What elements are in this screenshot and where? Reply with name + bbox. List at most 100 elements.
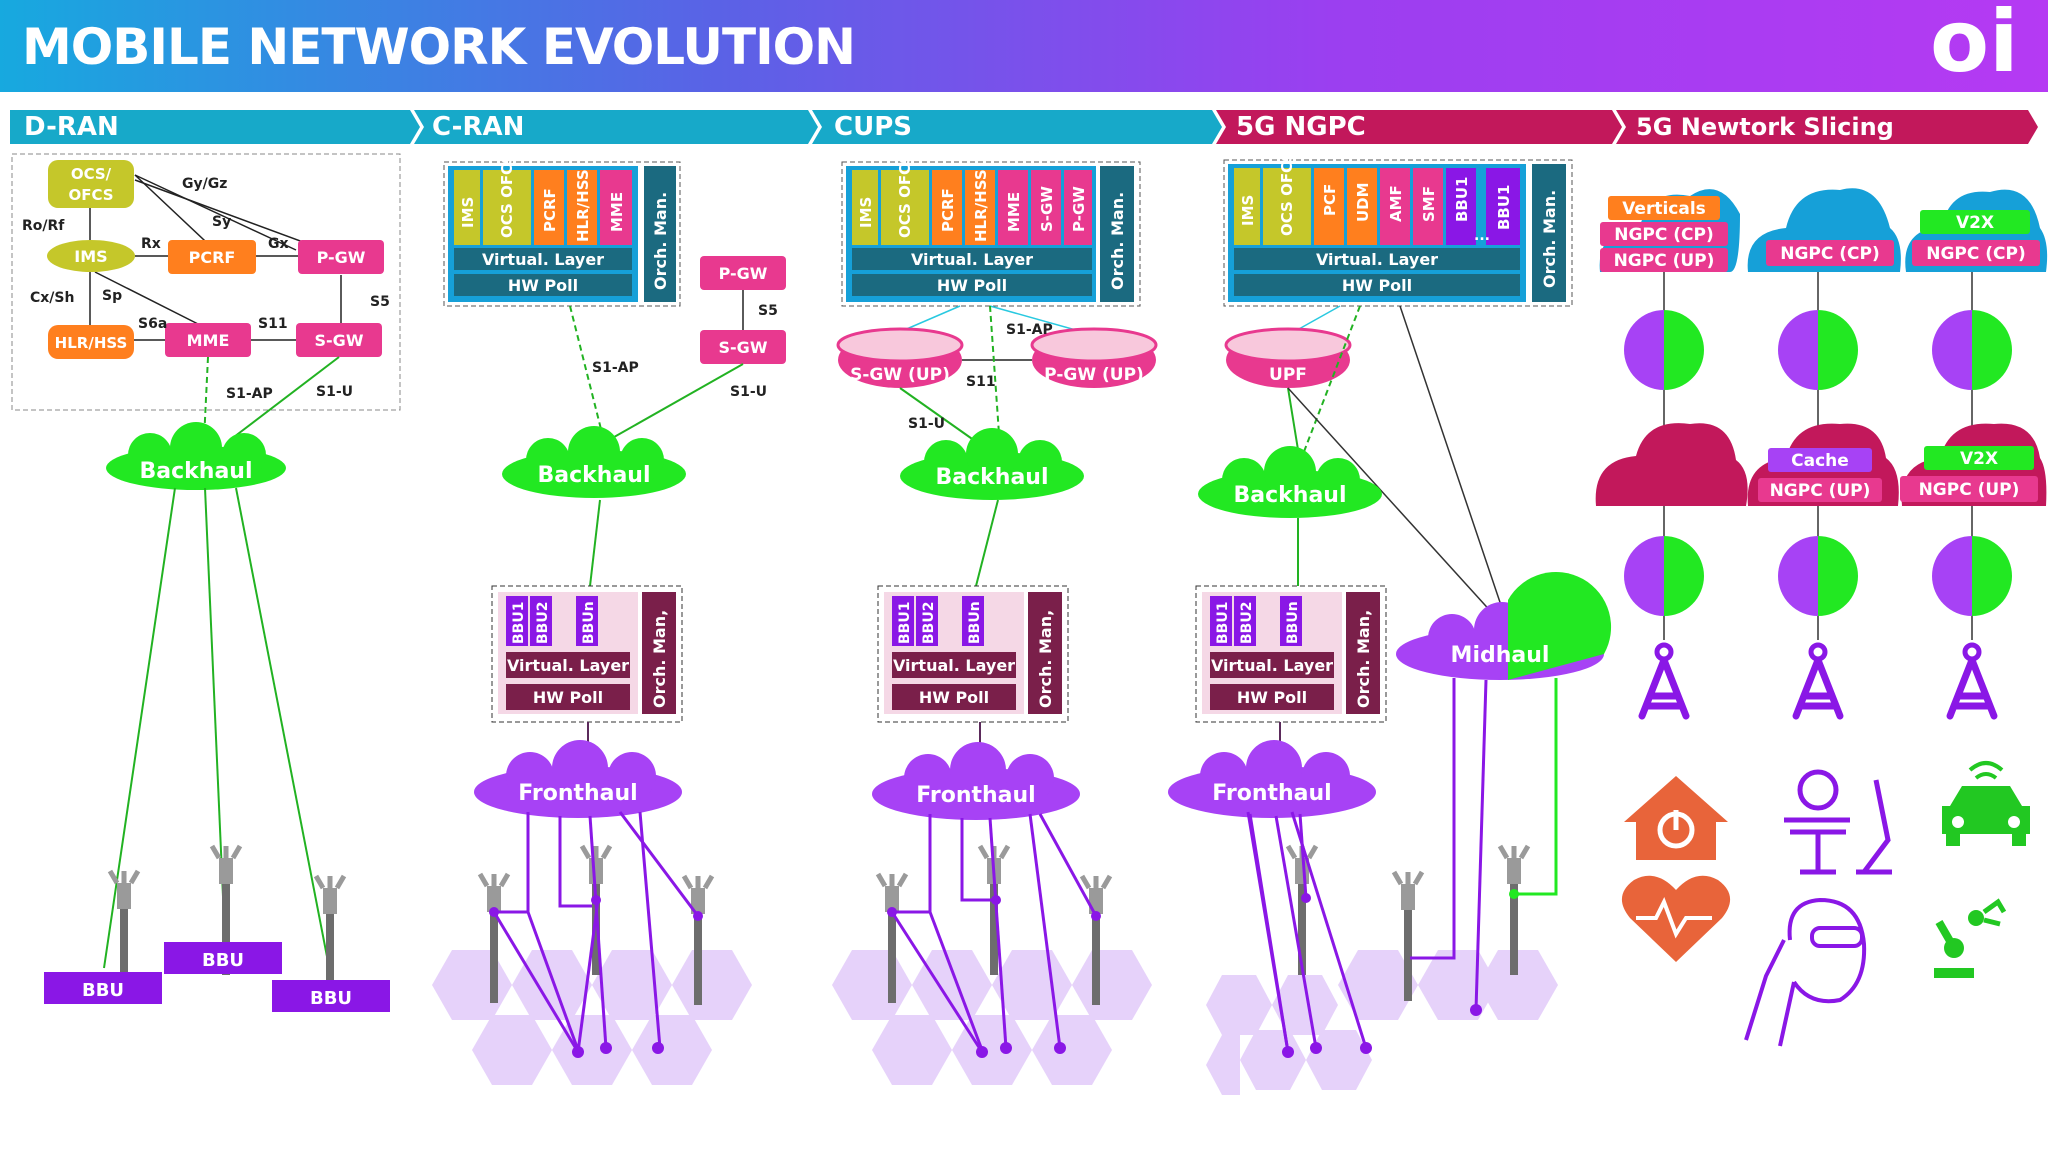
svg-text:BBUn: BBUn (581, 601, 597, 644)
svg-text:HLR/HSS: HLR/HSS (574, 169, 592, 242)
svg-text:Rx: Rx (141, 236, 161, 252)
car-signal-icon (1942, 761, 2030, 846)
svg-text:S1-U: S1-U (908, 416, 945, 432)
section-bars: D-RAN C-RAN CUPS 5G NGPC 5G Newtork Slic… (10, 110, 2038, 144)
slice-circles-bottom (1624, 536, 2012, 616)
svg-text:OCS OFCS: OCS OFCS (498, 153, 516, 238)
svg-text:PCF: PCF (1321, 184, 1339, 216)
heart-pulse-icon (1621, 875, 1731, 962)
svg-text:PCRF: PCRF (939, 188, 957, 232)
svg-text:Backhaul: Backhaul (936, 465, 1049, 490)
header-banner: MOBILE NETWORK EVOLUTION oi (0, 0, 2048, 92)
mme-node (165, 323, 251, 357)
svg-text:S1-AP: S1-AP (592, 360, 639, 376)
svg-text:S6a: S6a (138, 316, 167, 332)
slice-cloud-2-mid: Cache NGPC (UP) (1747, 423, 1899, 506)
svg-text:NGPC (UP): NGPC (UP) (1614, 251, 1715, 271)
pcrf-node (168, 240, 256, 274)
svg-text:S11: S11 (258, 316, 288, 332)
svg-text:BBU1: BBU1 (1215, 602, 1231, 644)
bar-slicing (1616, 110, 2038, 144)
cran-fronthaul-cloud: Fronthaul (474, 740, 682, 818)
svg-text:Backhaul: Backhaul (538, 463, 651, 488)
svg-text:Orch. Man,: Orch. Man, (650, 610, 669, 708)
svg-text:IMS: IMS (459, 197, 477, 228)
svg-text:Ro/Rf: Ro/Rf (22, 218, 65, 234)
svg-text:S-GW: S-GW (1038, 186, 1056, 232)
page-title: MOBILE NETWORK EVOLUTION (22, 18, 856, 76)
dran-core-box (11, 153, 401, 411)
svg-text:Fronthaul: Fronthaul (916, 783, 1035, 808)
dran-section: OCS/ OFCS IMS PCRF P-GW HLR/HSS MME S-GW… (11, 153, 401, 1012)
label-ngpc: 5G NGPC (1236, 112, 1366, 142)
svg-text:Fronthaul: Fronthaul (1212, 781, 1331, 806)
upf-router: UPF (1224, 327, 1352, 388)
svg-text:BBU: BBU (202, 950, 244, 971)
svg-text:P-GW: P-GW (1070, 186, 1088, 232)
slice-circles-top (1624, 310, 2012, 390)
svg-text:Virtual. Layer: Virtual. Layer (911, 250, 1033, 269)
svg-text:BBUn: BBUn (967, 601, 983, 644)
svg-text:HW Poll: HW Poll (937, 276, 1007, 295)
slice-cloud-3-top: V2X NGPC (CP) (1905, 189, 2048, 272)
svg-text:HW Poll: HW Poll (508, 276, 578, 295)
bbu-box-3 (272, 980, 390, 1012)
bbu-box-1 (44, 972, 162, 1004)
svg-text:Orch. Man.: Orch. Man. (1540, 190, 1559, 288)
svg-text:NGPC (CP): NGPC (CP) (1614, 225, 1714, 245)
svg-text:NGPC (UP): NGPC (UP) (1919, 480, 2020, 500)
midhaul-cloud: Midhaul (1396, 571, 1612, 680)
cran-pgw (700, 256, 786, 290)
svg-text:S1-U: S1-U (730, 384, 767, 400)
cran-backhaul-cloud: Backhaul (502, 426, 686, 498)
label-slicing: 5G Newtork Slicing (1636, 113, 1894, 141)
svg-text:BBU2: BBU2 (921, 602, 937, 644)
svg-text:HW Poll: HW Poll (1342, 276, 1412, 295)
ngpc-backhaul-cloud: Backhaul (1198, 446, 1382, 518)
svg-text:MME: MME (187, 331, 230, 350)
svg-text:Gx: Gx (268, 236, 289, 252)
svg-text:OFCS: OFCS (68, 186, 113, 204)
svg-text:BBU: BBU (310, 988, 352, 1009)
svg-text:Midhaul: Midhaul (1451, 643, 1550, 668)
svg-text:V2X: V2X (1960, 449, 1998, 469)
svg-text:S-GW: S-GW (315, 331, 364, 350)
svg-text:BBU1: BBU1 (897, 602, 913, 644)
pgw-up-router: P-GW (UP) (1030, 327, 1158, 388)
svg-text:BBU: BBU (82, 980, 124, 1001)
svg-text:P-GW: P-GW (317, 248, 366, 267)
ocs-node (48, 160, 134, 208)
svg-text:UDM: UDM (1354, 182, 1372, 222)
cups-backhaul-cloud: Backhaul (900, 428, 1084, 500)
svg-text:Cx/Sh: Cx/Sh (30, 290, 74, 306)
sgw-up-router: S-GW (UP) (836, 327, 964, 388)
svg-text:HW Poll: HW Poll (533, 688, 603, 707)
cups-fronthaul-cloud: Fronthaul (872, 742, 1080, 820)
svg-text:PCRF: PCRF (541, 188, 559, 232)
slice-cloud-2-top: NGPC (CP) (1747, 188, 1901, 272)
svg-text:S1-AP: S1-AP (226, 386, 273, 402)
svg-text:Virtual. Layer: Virtual. Layer (1211, 656, 1333, 675)
svg-text:OCS OFCS: OCS OFCS (1278, 151, 1296, 236)
svg-text:S1-U: S1-U (316, 384, 353, 400)
svg-text:Sp: Sp (102, 288, 122, 304)
svg-text:Virtual. Layer: Virtual. Layer (893, 656, 1015, 675)
sgw-node (296, 323, 382, 357)
hlr-node (48, 325, 134, 359)
robot-arm-icon (1934, 898, 2007, 978)
robot-surgery-icon (1784, 769, 1892, 875)
svg-text:Backhaul: Backhaul (140, 459, 253, 484)
cups-section: IMS OCS OFCS PCRF HLR/HSS MME S-GW P-GW … (832, 153, 1158, 1085)
svg-text:S-GW (UP): S-GW (UP) (850, 365, 950, 385)
svg-text:OCS/: OCS/ (71, 165, 112, 183)
svg-text:IMS: IMS (74, 247, 107, 266)
svg-text:S-GW: S-GW (719, 338, 768, 357)
svg-text:Virtual. Layer: Virtual. Layer (507, 656, 629, 675)
svg-text:HLR/HSS: HLR/HSS (55, 334, 128, 352)
svg-text:P-GW: P-GW (719, 264, 768, 283)
tower-icon (1950, 645, 1994, 716)
svg-text:Sy: Sy (212, 214, 231, 230)
svg-text:Virtual. Layer: Virtual. Layer (482, 250, 604, 269)
bar-cups (812, 110, 1222, 144)
